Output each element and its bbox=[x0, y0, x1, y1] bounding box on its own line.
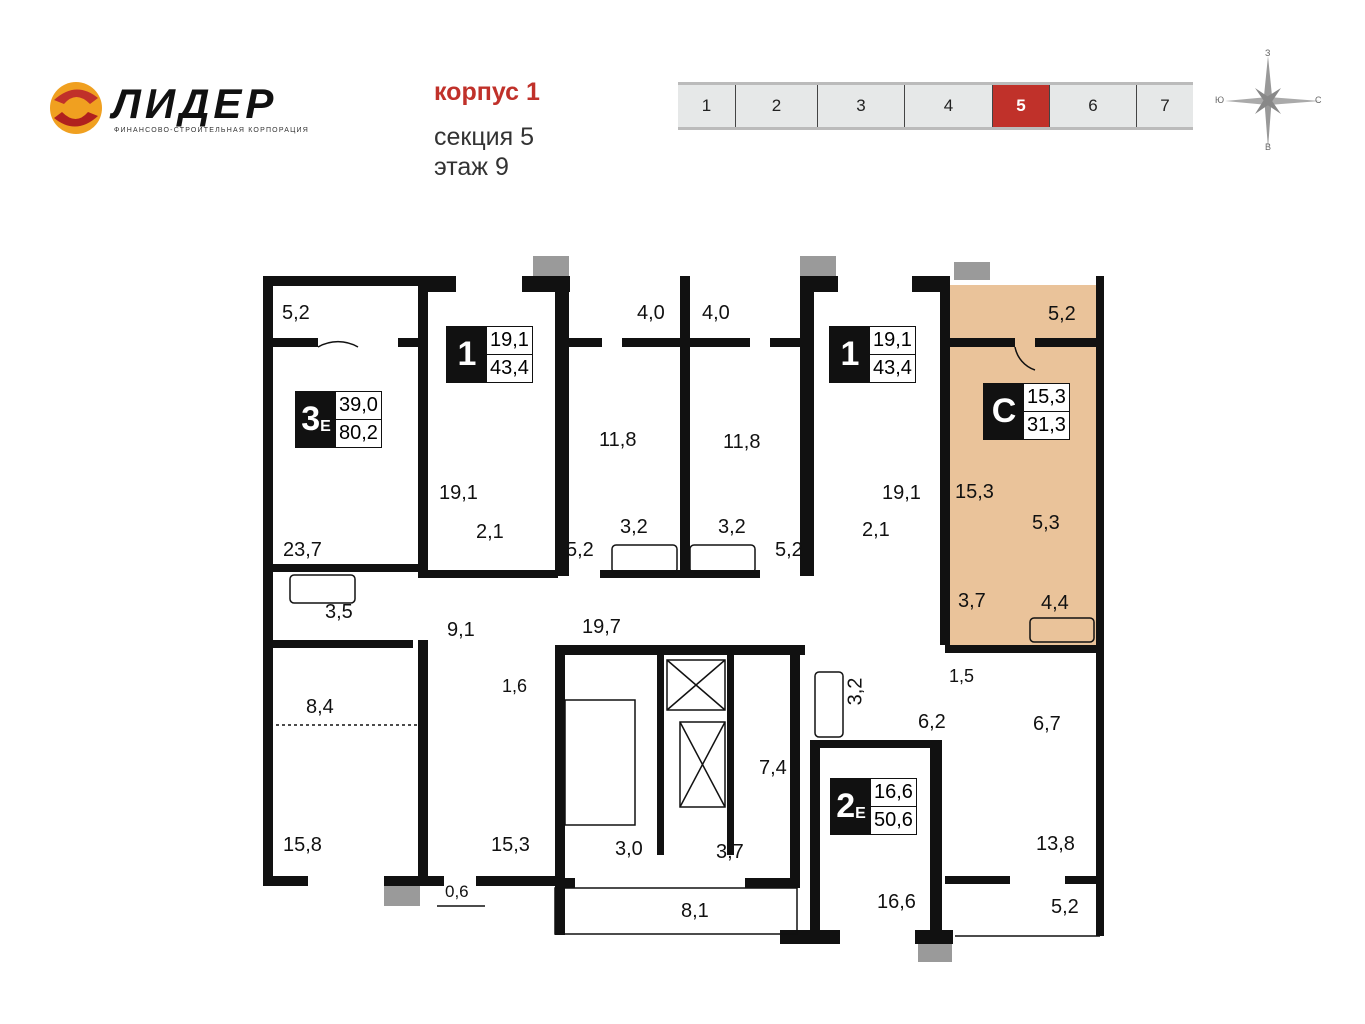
room-area: 15,3 bbox=[491, 834, 530, 856]
room-area: 11,8 bbox=[599, 429, 637, 451]
section-5[interactable]: 5 bbox=[993, 85, 1050, 127]
living-area: 39,0 bbox=[336, 392, 381, 420]
total-area: 43,4 bbox=[490, 357, 529, 379]
room-area: 3,0 bbox=[615, 838, 643, 860]
apartment-type-suffix: Е bbox=[855, 804, 866, 822]
apartment-rooms: 3 bbox=[301, 400, 321, 438]
section-7[interactable]: 7 bbox=[1137, 85, 1193, 127]
room-area: 5,2 bbox=[775, 539, 803, 561]
logo-text: ЛИДЕР bbox=[112, 80, 278, 127]
room-area: 15,8 bbox=[283, 834, 322, 856]
section-1[interactable]: 1 bbox=[678, 85, 736, 127]
room-area: 16,6 bbox=[877, 891, 916, 913]
section-selector: 1 2 3 4 5 6 7 bbox=[678, 82, 1193, 130]
room-area: 3,2 bbox=[844, 677, 867, 706]
compass: З В Ю С bbox=[1215, 48, 1325, 153]
room-area: 19,7 bbox=[582, 616, 621, 638]
room-area: 4,0 bbox=[637, 302, 665, 324]
living-area: 16,6 bbox=[871, 779, 916, 807]
total-area: 50,6 bbox=[874, 809, 913, 831]
living-area: 19,1 bbox=[487, 327, 532, 355]
logo-tagline: ФИНАНСОВО-СТРОИТЕЛЬНАЯ КОРПОРАЦИЯ bbox=[114, 127, 309, 134]
room-area: 8,4 bbox=[306, 696, 334, 718]
room-area: 3,5 bbox=[325, 601, 353, 623]
total-area: 80,2 bbox=[339, 422, 378, 444]
room-area: 3,2 bbox=[620, 516, 648, 538]
room-area: 9,1 bbox=[447, 619, 475, 641]
room-area: 2,1 bbox=[476, 521, 504, 543]
room-area: 4,4 bbox=[1041, 592, 1069, 614]
apartment-rooms: С bbox=[991, 392, 1017, 430]
compass-north: З bbox=[1265, 48, 1271, 58]
compass-rose-icon bbox=[1225, 56, 1320, 148]
section-4[interactable]: 4 bbox=[905, 85, 993, 127]
section-label: секция 5 bbox=[434, 123, 535, 151]
apartment-rooms: 1 bbox=[457, 335, 477, 373]
building-label: корпус 1 bbox=[434, 78, 540, 106]
room-area: 13,8 bbox=[1036, 833, 1075, 855]
room-area: 4,0 bbox=[702, 302, 730, 324]
room-area: 5,2 bbox=[1051, 896, 1079, 918]
total-area: 43,4 bbox=[873, 357, 912, 379]
room-area: 2,1 bbox=[862, 519, 890, 541]
total-area: 31,3 bbox=[1027, 414, 1066, 436]
room-area: 8,1 bbox=[681, 900, 709, 922]
room-area: 19,1 bbox=[882, 482, 921, 504]
apartment-type-suffix: Е bbox=[320, 417, 331, 435]
room-area: 5,2 bbox=[282, 302, 310, 324]
room-area: 11,8 bbox=[723, 431, 761, 453]
room-area: 3,7 bbox=[958, 590, 986, 612]
apartment-rooms: 1 bbox=[840, 335, 860, 373]
room-area: 1,5 bbox=[949, 666, 975, 686]
section-2[interactable]: 2 bbox=[736, 85, 818, 127]
logo-emblem-icon bbox=[50, 82, 102, 134]
room-area: 23,7 bbox=[283, 539, 322, 561]
section-6[interactable]: 6 bbox=[1050, 85, 1137, 127]
room-area: 1,6 bbox=[502, 676, 528, 696]
room-area: 5,2 bbox=[1048, 303, 1076, 325]
room-area: 5,3 bbox=[1032, 512, 1060, 534]
living-area: 15,3 bbox=[1024, 384, 1069, 412]
room-area: 6,2 bbox=[918, 711, 946, 733]
room-area: 7,4 bbox=[759, 757, 787, 779]
compass-east: С bbox=[1315, 95, 1322, 105]
living-area: 19,1 bbox=[870, 327, 915, 355]
room-area: 0,6 bbox=[445, 882, 469, 901]
section-3[interactable]: 3 bbox=[818, 85, 905, 127]
compass-south: В bbox=[1265, 142, 1272, 152]
floor-label: этаж 9 bbox=[434, 153, 509, 181]
room-area: 3,2 bbox=[718, 516, 746, 538]
room-area: 15,3 bbox=[955, 481, 994, 503]
compass-west: Ю bbox=[1215, 95, 1225, 105]
room-area: 5,2 bbox=[566, 539, 594, 561]
room-area: 6,7 bbox=[1033, 713, 1061, 735]
room-area: 3,7 bbox=[716, 841, 744, 863]
room-area: 19,1 bbox=[439, 482, 478, 504]
apartment-rooms: 2 bbox=[836, 787, 856, 825]
